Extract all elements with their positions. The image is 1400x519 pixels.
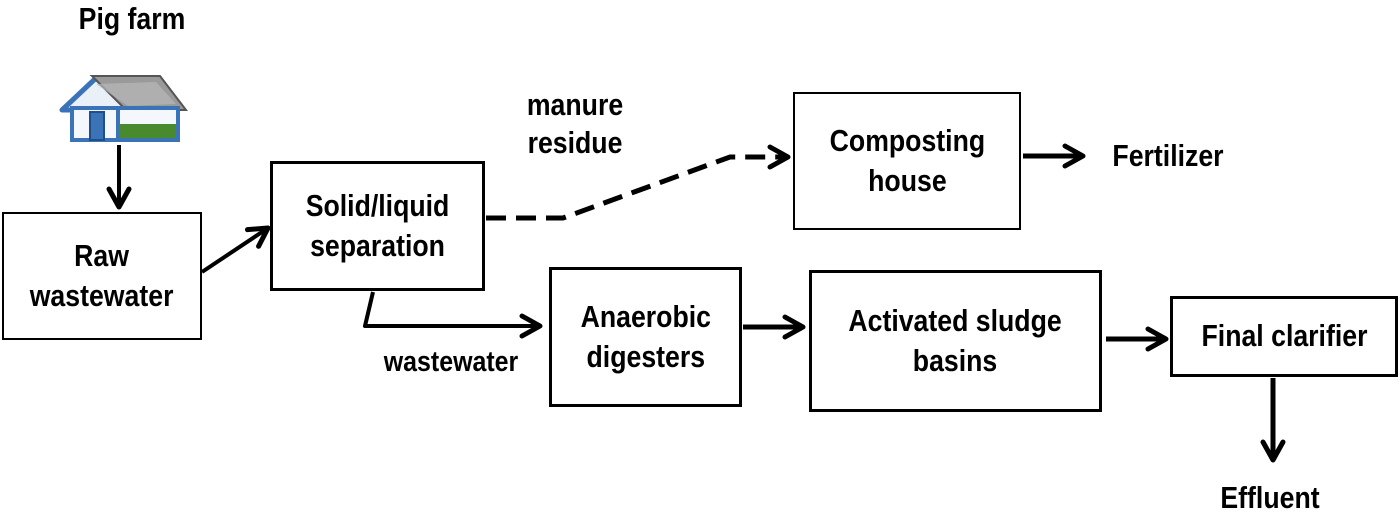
anaerobic-digesters-box: Anaerobic digesters xyxy=(549,267,742,407)
pig-farm-house-icon xyxy=(59,75,189,142)
separation-line1: Solid/liquid xyxy=(305,187,450,223)
final-clarifier-box: Final clarifier xyxy=(1170,296,1398,377)
raw-wastewater-box: Raw wastewater xyxy=(2,212,202,340)
composting-line1: Composting xyxy=(829,122,985,158)
solid-liquid-separation-box: Solid/liquid separation xyxy=(270,161,485,291)
raw-wastewater-line1: Raw xyxy=(74,237,130,273)
effluent-label: Effluent xyxy=(1220,480,1320,515)
clarifier-label: Final clarifier xyxy=(1201,318,1367,354)
anaerobic-line1: Anaerobic xyxy=(580,298,711,334)
manure-residue-line1: manure xyxy=(526,87,624,122)
activated-line2: basins xyxy=(913,343,998,378)
pig-farm-label: Pig farm xyxy=(78,1,186,36)
anaerobic-line2: digesters xyxy=(586,339,705,374)
composting-line2: house xyxy=(867,163,947,198)
fertilizer-label: Fertilizer xyxy=(1112,138,1224,173)
wastewater-label: wastewater xyxy=(383,346,519,378)
manure-residue-line2: residue xyxy=(527,124,623,160)
manure-residue-label: manure residue xyxy=(502,86,648,162)
activated-sludge-basins-box: Activated sludge basins xyxy=(809,270,1102,412)
separation-line2: separation xyxy=(310,228,445,263)
raw-wastewater-line2: wastewater xyxy=(30,278,174,313)
composting-house-box: Composting house xyxy=(793,92,1021,230)
activated-line1: Activated sludge xyxy=(848,302,1063,338)
